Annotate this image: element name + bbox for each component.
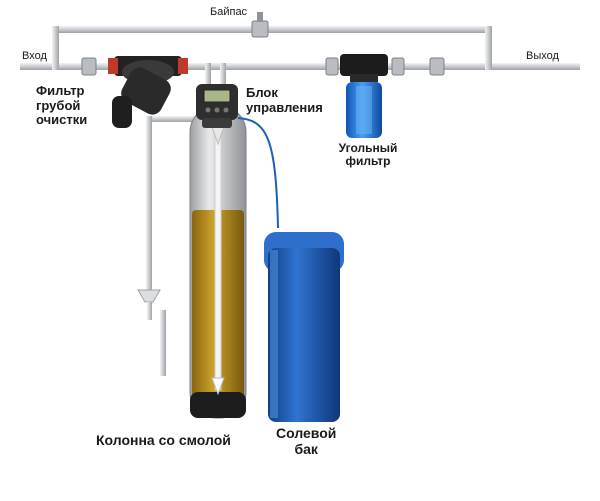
inlet-label: Вход (22, 50, 47, 62)
main-pipe (20, 63, 580, 70)
resin-column-icon (189, 105, 247, 419)
drain-pipe-top (146, 116, 208, 122)
drain-pipe-vertical (146, 116, 152, 294)
control-unit-label: Блок управления (246, 85, 323, 115)
brine-line (237, 117, 279, 229)
salt-tank-icon (264, 232, 344, 422)
salt-tank-label: Солевой бак (276, 425, 337, 457)
coarse-filter-label: Фильтр грубой очистки (36, 83, 88, 128)
pipe-network (20, 26, 580, 376)
resin-column-label: Колонна со смолой (96, 432, 231, 448)
drain-outlet (147, 302, 152, 320)
bypass-right-riser (485, 26, 492, 70)
drain-funnel (137, 289, 161, 303)
bypass-label: Байпас (210, 6, 248, 18)
bypass-left-riser (52, 26, 59, 70)
bypass-valve-icon (251, 12, 269, 38)
pre-carbon-valve-icon (325, 57, 405, 76)
outlet-valve-icon (429, 57, 445, 76)
control-unit-icon (196, 84, 238, 128)
drain-sewer-pipe (160, 310, 166, 376)
coarse-filter-icon (108, 56, 188, 128)
outlet-label: Выход (526, 50, 559, 62)
inlet-valve-icon (81, 57, 97, 76)
bypass-pipe (52, 26, 492, 33)
carbon-filter-label: Угольный фильтр (338, 141, 398, 169)
carbon-filter-icon (340, 54, 388, 138)
